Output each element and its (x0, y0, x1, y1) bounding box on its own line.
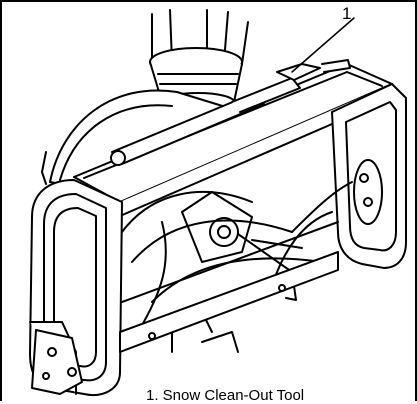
callout-leader-line (291, 17, 355, 73)
left-skid-shoe (31, 329, 83, 395)
right-side-plate (331, 83, 407, 269)
callout-number: 1 (342, 4, 352, 23)
figure-caption: 1. Snow Clean-Out Tool (146, 387, 305, 404)
scraper-bar (119, 251, 339, 353)
snow-clean-out-tool (110, 59, 351, 166)
